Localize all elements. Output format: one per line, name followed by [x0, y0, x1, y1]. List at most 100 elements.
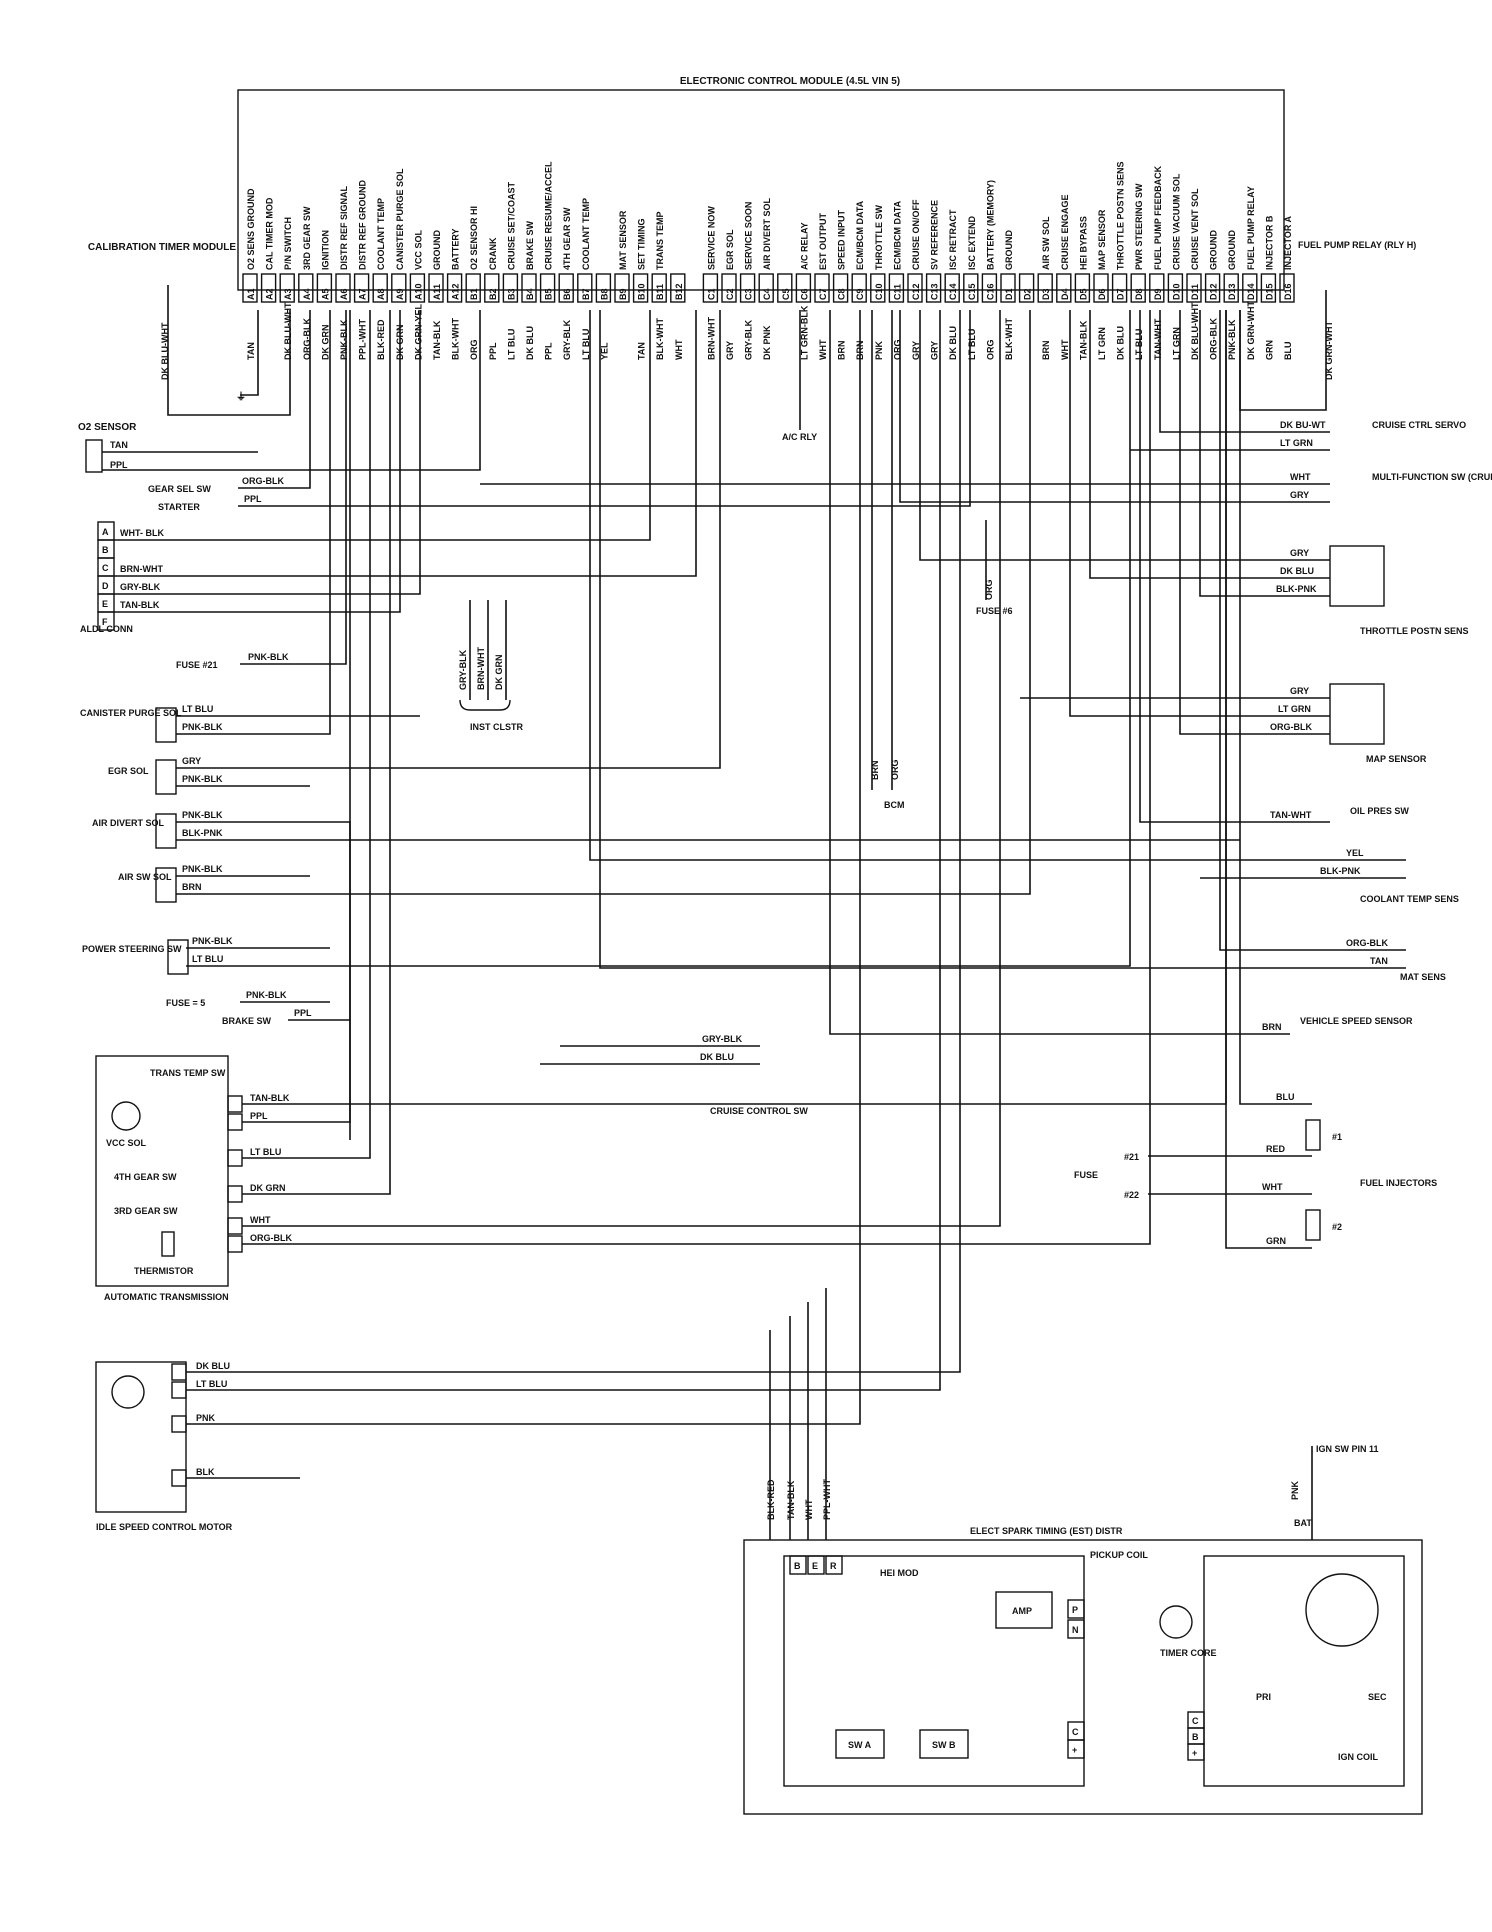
ecm-pin-cell: [595, 273, 612, 303]
ecm-pin-wire-color: LT GRN: [1097, 327, 1107, 360]
ecm-pin-function: EST OUTPUT: [818, 212, 828, 270]
tps-w1: GRY: [1290, 548, 1309, 558]
aldl-pin-letter: E: [102, 599, 108, 609]
inj1-label: #1: [1332, 1132, 1342, 1142]
ecm-pin-function: CANISTER PURGE SOL: [395, 168, 405, 270]
ecm-pin-cell: [484, 273, 500, 303]
inst-w3: DK GRN: [494, 655, 504, 691]
hei-label: HEI MOD: [880, 1568, 919, 1578]
starter-label: STARTER: [158, 502, 200, 512]
ign-sw-label: IGN SW PIN 11: [1316, 1444, 1379, 1454]
starter-wire: [238, 310, 971, 507]
isc-pin: [171, 1469, 187, 1487]
mf-w1: WHT: [1290, 472, 1311, 482]
isc-wire-label: LT BLU: [196, 1379, 227, 1389]
hei-out-pin: [1067, 1739, 1085, 1759]
ecm-pin-cell: [814, 273, 830, 303]
starter-wire-label: PPL: [244, 494, 262, 504]
ecm-pin-id: A9: [395, 288, 405, 300]
coil-pin-letter: +: [1192, 1748, 1197, 1758]
ecm-pin-cell: [1204, 273, 1221, 303]
egr-w2: PNK-BLK: [182, 774, 223, 784]
fuse5-label: FUSE = 5: [166, 998, 205, 1008]
ecm-pin-cell: [944, 273, 960, 303]
est-wire-label: BLK-RED: [766, 1479, 776, 1520]
ecm-pin-wire-color: DK PNK: [762, 325, 772, 360]
ecm-pin-wire-color: PNK-BLK: [339, 319, 349, 360]
ecm-pin-wire-color: PPL-WHT: [358, 319, 368, 360]
ecm-pin-cell: [1130, 273, 1146, 303]
ecm-pin-wire-color: TAN: [637, 342, 647, 360]
ecm-pin-wire-color: BRN: [837, 341, 847, 361]
est-wire-label: PPL-WHT: [822, 1479, 832, 1520]
ecm-pin-id: C13: [930, 283, 940, 300]
ecm-pin-wire-color: GRY-BLK: [744, 319, 754, 360]
ecm-pin-id: B5: [544, 288, 554, 300]
bcm-w1: BRN: [870, 761, 880, 781]
ecm-pin-id: B6: [562, 288, 572, 300]
est-pin-letter: E: [812, 1561, 818, 1571]
o2-ppl-wire: [102, 310, 481, 471]
map-w3: ORG-BLK: [1270, 722, 1312, 732]
oil-wire: [1139, 310, 1330, 823]
bcm-w2: ORG: [890, 759, 900, 780]
ecm-pin-cell: [558, 273, 574, 303]
ecm-pin-wire-color: TAN-WHT: [1153, 318, 1163, 360]
aldl-pin-letter: B: [102, 545, 109, 555]
ecm-pin-function: O2 SENSOR HI: [469, 206, 479, 270]
bcm-label: BCM: [884, 800, 905, 810]
ecm-pin-function: CRUISE VENT SOL: [1190, 188, 1200, 270]
ecm-pin-cell: [851, 273, 867, 303]
cruise-sw-wires: [540, 1045, 760, 1065]
aldl-label: ALDL CONN: [80, 624, 133, 634]
ecm-pin-id: D14: [1246, 283, 1256, 300]
ecm-pin-cell: [465, 273, 481, 303]
vss-wire-label: BRN: [1262, 1022, 1282, 1032]
trans-wire-label: WHT: [250, 1215, 271, 1225]
ecm-pin-cell: [1000, 273, 1016, 303]
ecm-pin-function: INJECTOR A: [1283, 215, 1293, 270]
mat-w1: ORG-BLK: [1346, 938, 1388, 948]
coolant-wires: [589, 310, 1406, 879]
ign-coil-label: IGN COIL: [1338, 1752, 1379, 1762]
amp-box: [995, 1591, 1053, 1629]
ecm-pin-cell: [963, 273, 979, 303]
isc-wire: [186, 310, 961, 1373]
amp-pin-letter: N: [1072, 1625, 1079, 1635]
ecm-pin-wire-color: GRY: [930, 341, 940, 360]
ecm-pin-id: D15: [1264, 283, 1274, 300]
tps-connector: [1329, 545, 1385, 607]
aldl-d-wire: [114, 310, 697, 577]
est-wire-label: TAN-BLK: [786, 1480, 796, 1520]
ecm-pin-function: DISTR REF SIGNAL: [339, 185, 349, 270]
trans-wire: [242, 310, 351, 1123]
trans-wire: [242, 310, 1151, 1245]
injector-2: [1305, 1209, 1321, 1241]
fuse21-wire-label: PNK-BLK: [248, 652, 289, 662]
fuse-label: FUSE: [1074, 1170, 1098, 1180]
ecm-pin-function: BRAKE SW: [525, 220, 535, 270]
isc-pin: [171, 1415, 187, 1433]
ecm-pin-id: C10: [874, 283, 884, 300]
swb-box: [919, 1729, 969, 1759]
ecm-pin-cell: [1111, 273, 1128, 303]
ecm-pin-function: 3RD GEAR SW: [302, 206, 312, 270]
ecm-pin-function: ISC EXTEND: [967, 215, 977, 270]
ecm-pin-cell: [702, 273, 719, 303]
ecm-pin-cell: [795, 273, 812, 303]
amp-pin-letter: P: [1072, 1605, 1078, 1615]
ecm-pin-id: A5: [320, 288, 330, 300]
ecm-pin-wire-color: BLU: [1283, 342, 1293, 361]
map-w1: GRY: [1290, 686, 1309, 696]
ecm-pin-wire-color: LT GRN: [1171, 327, 1181, 360]
ecm-pin-cell: [1260, 273, 1277, 303]
aldl-f-wire: [114, 310, 401, 613]
can-w2: PNK-BLK: [182, 722, 223, 732]
vss-label: VEHICLE SPEED SENSOR: [1300, 1016, 1413, 1026]
isc-wire: [186, 310, 941, 1391]
trans-pin: [227, 1095, 243, 1113]
ecm-pin-cell: [614, 273, 630, 303]
ecm-pin-cell: [1223, 273, 1239, 303]
ecm-pin-id: A10: [413, 283, 423, 300]
